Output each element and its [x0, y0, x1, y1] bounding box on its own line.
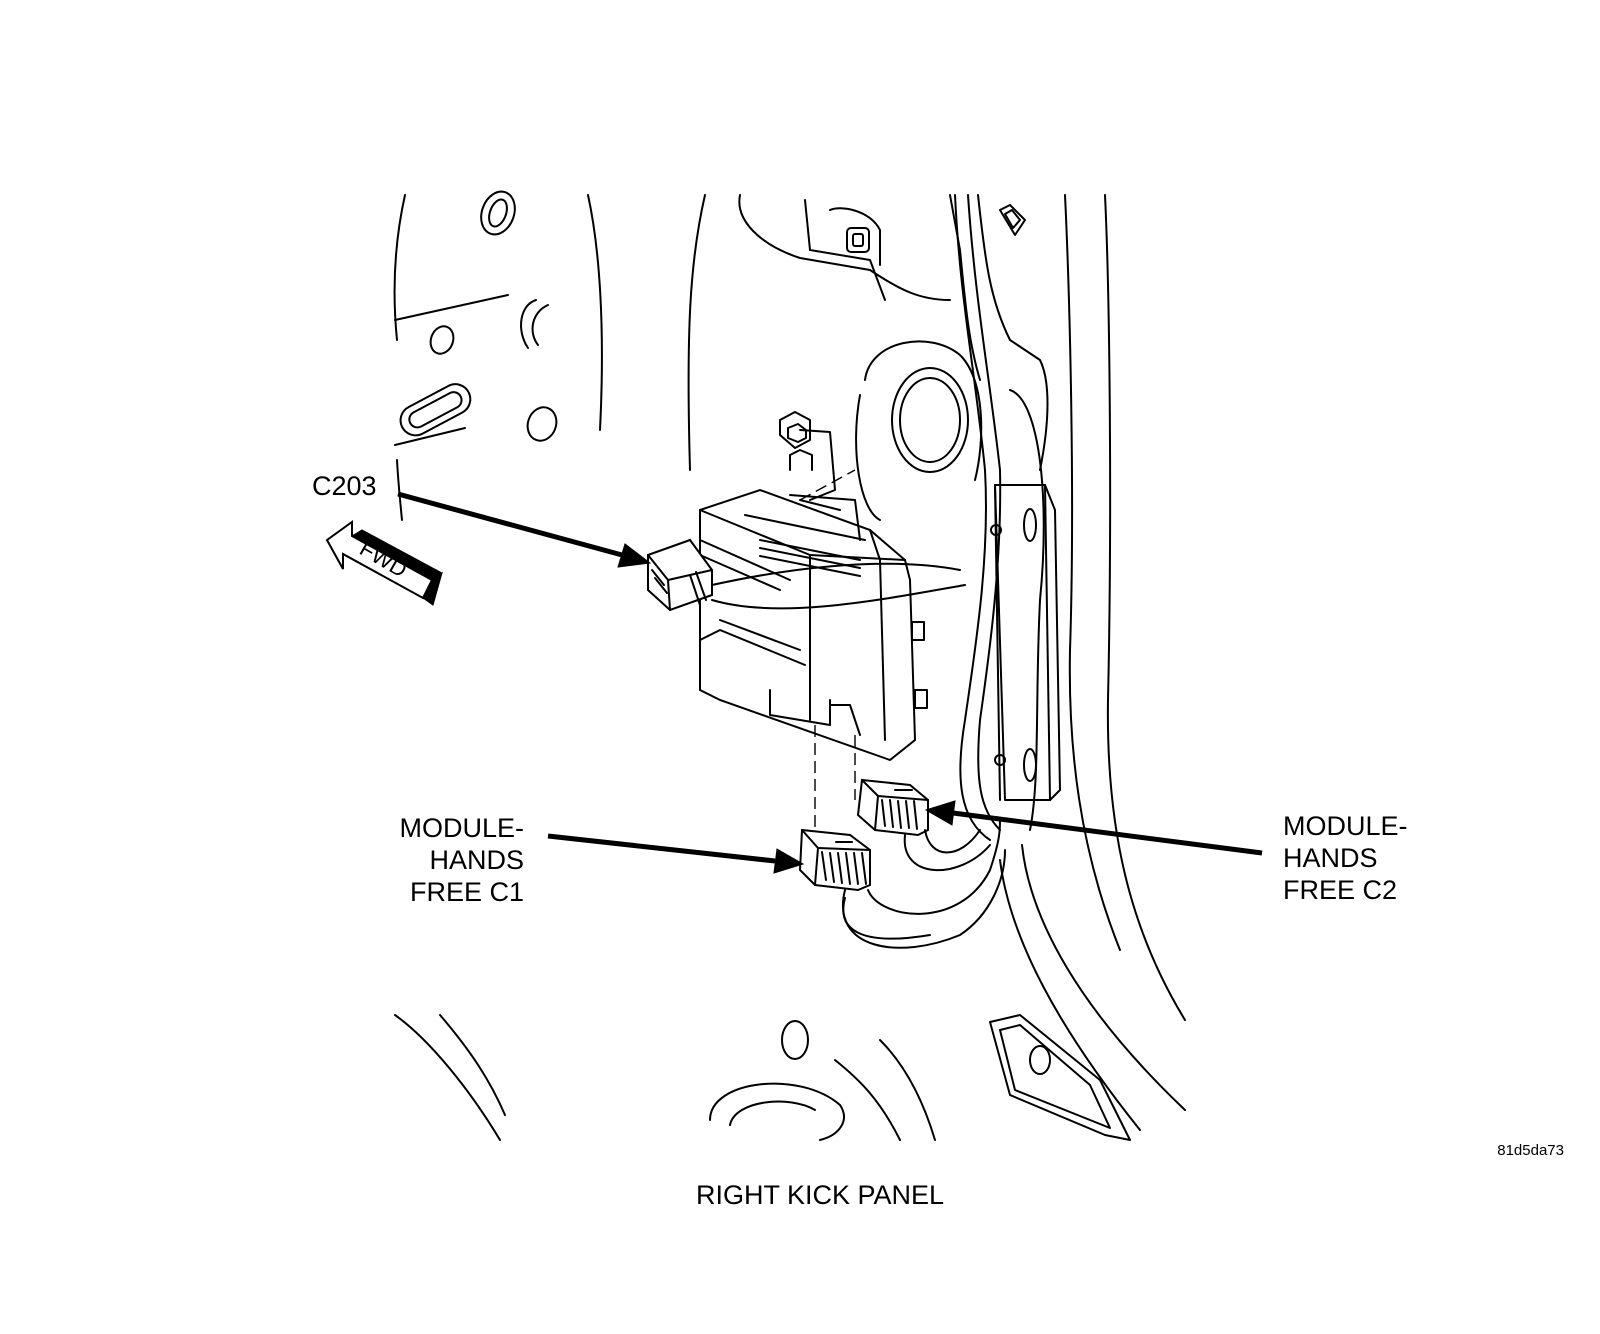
fwd-arrow: FWD: [325, 520, 443, 606]
body-panel-lines: [393, 194, 936, 1141]
c2-label: MODULE- HANDS FREE C2: [1283, 811, 1408, 905]
c203-label: C203: [312, 471, 377, 501]
callout-leaders: [397, 491, 1263, 874]
c2-connector: [856, 778, 929, 837]
speaker-boss: [855, 340, 983, 521]
connector-wires: [842, 819, 1006, 949]
c203-leader: [397, 491, 623, 558]
mounting-bracket: [990, 484, 1061, 801]
c2-arrowhead: [924, 800, 956, 826]
panel-holes: [399, 190, 845, 1141]
c1-connector: [798, 828, 871, 892]
c2-leader: [952, 810, 1263, 856]
hands-free-module: [699, 469, 928, 840]
figure-id: 81d5da73: [1497, 1142, 1564, 1159]
c203-arrowhead: [617, 543, 652, 568]
c1-arrowhead: [773, 848, 805, 874]
c203-connector: [647, 538, 966, 612]
lower-bracket: [989, 1014, 1131, 1141]
wire-loom: [954, 194, 1002, 841]
mounting-stud: [779, 411, 836, 501]
c1-leader: [547, 833, 776, 864]
caption: RIGHT KICK PANEL: [695, 1180, 945, 1210]
c1-label: MODULE- HANDS FREE C1: [399, 813, 524, 907]
